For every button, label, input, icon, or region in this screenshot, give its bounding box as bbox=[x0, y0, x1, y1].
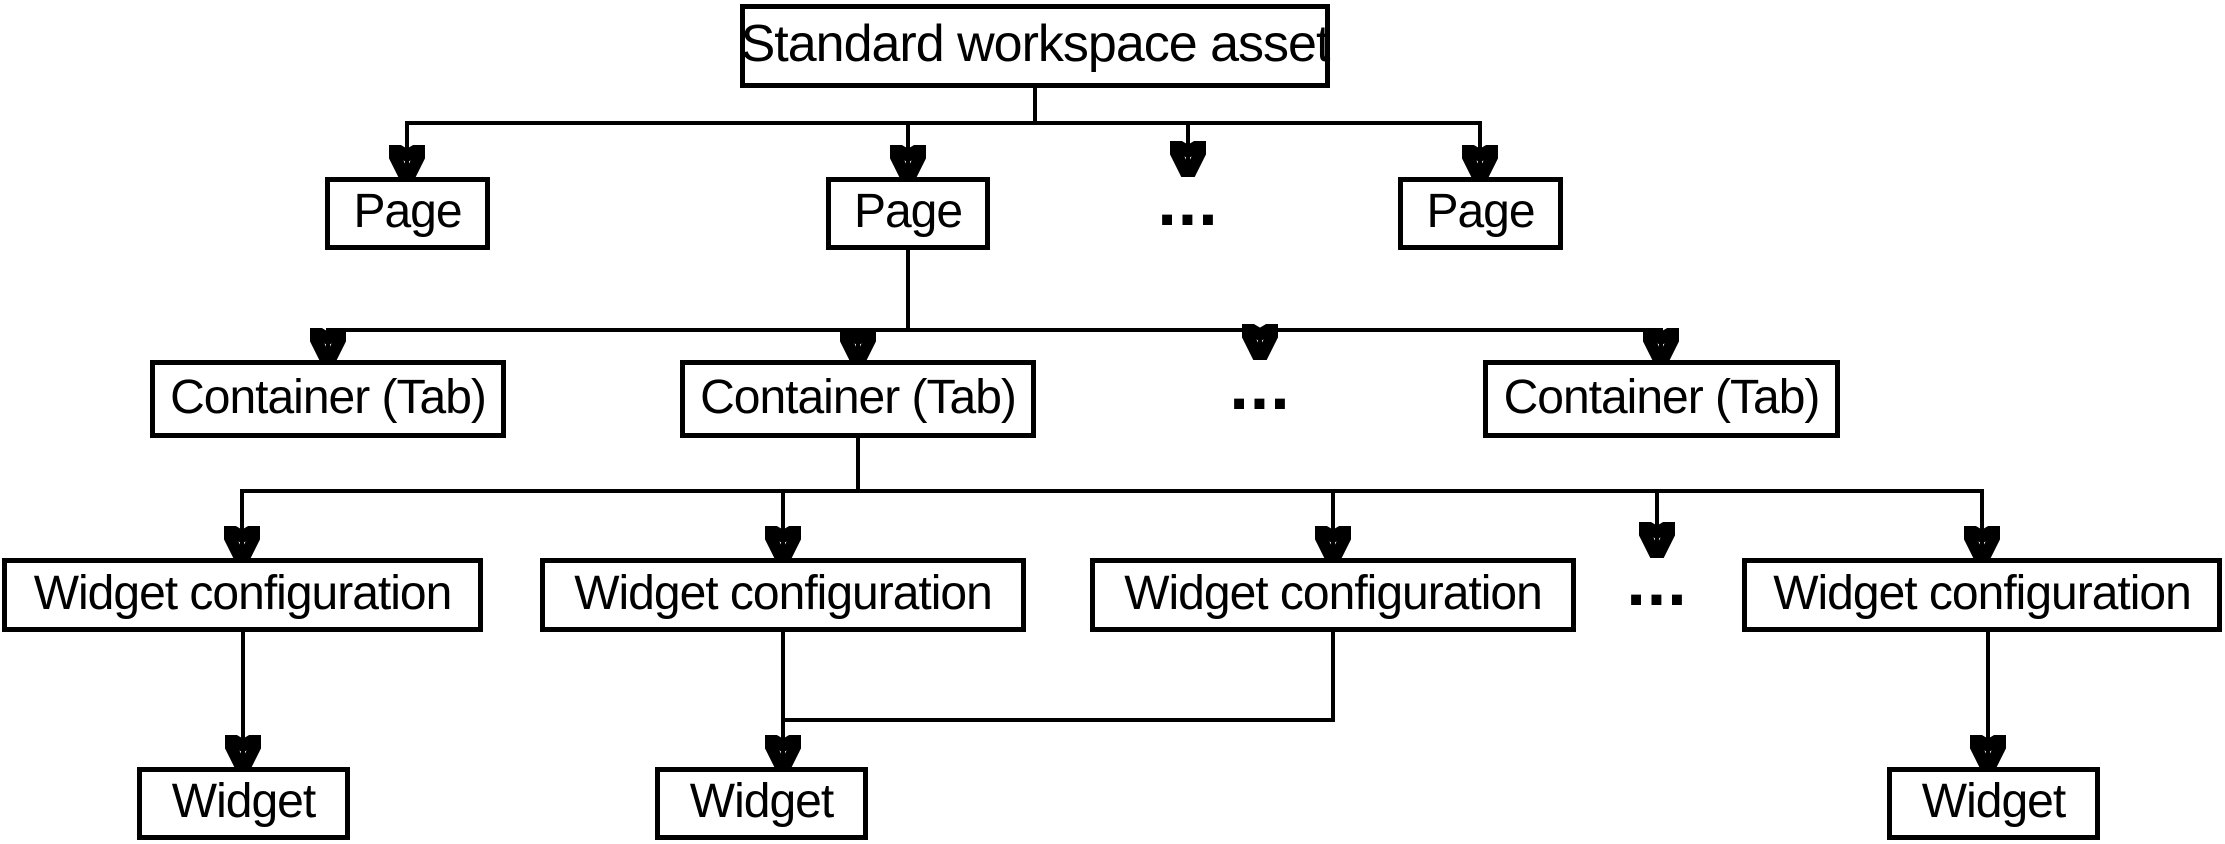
node-label: Container (Tab) bbox=[170, 370, 487, 424]
node-page-1: Page bbox=[325, 177, 490, 250]
node-widget-configuration-2: Widget configuration bbox=[540, 558, 1026, 632]
node-label: Widget bbox=[689, 775, 834, 828]
node-widget-1: Widget bbox=[137, 767, 350, 840]
node-container-tab-2: Container (Tab) bbox=[680, 360, 1036, 438]
ellipsis-containers: ... bbox=[1229, 346, 1291, 424]
node-label: Container (Tab) bbox=[700, 370, 1017, 424]
node-label: Widget configuration bbox=[1773, 566, 2192, 620]
node-label: Page bbox=[853, 185, 963, 238]
node-widget-configuration-4: Widget configuration bbox=[1742, 558, 2222, 632]
node-page-3: Page bbox=[1398, 177, 1563, 250]
node-widget-configuration-1: Widget configuration bbox=[2, 558, 483, 632]
node-label: Widget configuration bbox=[574, 566, 993, 620]
node-container-tab-3: Container (Tab) bbox=[1483, 360, 1840, 438]
node-label: Page bbox=[353, 185, 462, 238]
ellipsis-pages: ... bbox=[1157, 162, 1219, 240]
node-widget-2: Widget bbox=[655, 767, 868, 840]
node-label: Standard workspace asset bbox=[740, 15, 1331, 73]
node-standard-workspace-asset: Standard workspace asset bbox=[740, 4, 1330, 88]
node-label: Widget bbox=[1921, 775, 2066, 828]
node-page-2: Page bbox=[826, 177, 990, 250]
node-label: Widget configuration bbox=[1124, 566, 1543, 620]
node-widget-configuration-3: Widget configuration bbox=[1090, 558, 1576, 632]
edge-widgetconfig3-elbow bbox=[781, 632, 1335, 722]
node-label: Container (Tab) bbox=[1503, 370, 1821, 424]
node-widget-3: Widget bbox=[1887, 767, 2100, 840]
node-container-tab-1: Container (Tab) bbox=[150, 360, 506, 438]
node-label: Widget bbox=[171, 775, 316, 828]
node-label: Page bbox=[1426, 185, 1535, 238]
ellipsis-widget-configurations: ... bbox=[1626, 542, 1688, 620]
node-label: Widget configuration bbox=[33, 566, 453, 620]
